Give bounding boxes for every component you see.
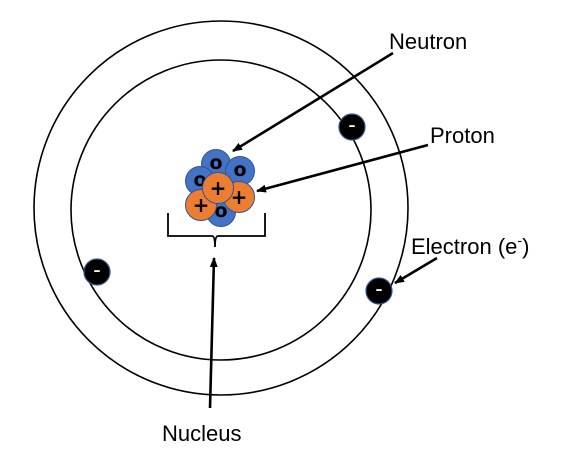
proton-arrow [256,143,429,193]
outer-orbit [33,20,409,396]
electron-label-superscript: - [517,232,522,248]
electron-arrow [394,256,438,285]
neutron-particle: o [225,156,255,186]
electron-symbol: – [376,282,383,298]
proton-label: Proton [430,123,495,148]
electron-symbol: – [94,263,101,279]
nucleus-brace [167,213,266,248]
electron-label-close: ) [522,234,529,259]
electron-symbol: – [349,118,356,134]
inner-orbit [70,59,372,361]
neutron-label: Neutron [389,29,467,54]
proton-symbol: + [231,185,248,209]
proton-symbol: + [210,176,227,200]
nucleus-arrow [208,257,218,409]
proton-particle: + [202,172,234,204]
neutron-symbol: o [209,152,222,174]
electron-particle: – [338,113,366,141]
neutron-symbol: o [214,200,227,222]
neutron-arrow [232,51,394,153]
electron-label-text: Electron (e [411,234,517,259]
nucleus-cluster: o o o o + + + [185,149,255,227]
neutron-symbol: o [233,159,246,181]
proton-symbol: + [193,193,210,217]
electron-label: Electron (e-) [411,232,529,259]
electron-particle: – [83,258,111,286]
nucleus-label: Nucleus [162,421,241,446]
proton-particle: + [185,189,217,221]
electron-particle: – [365,277,393,305]
